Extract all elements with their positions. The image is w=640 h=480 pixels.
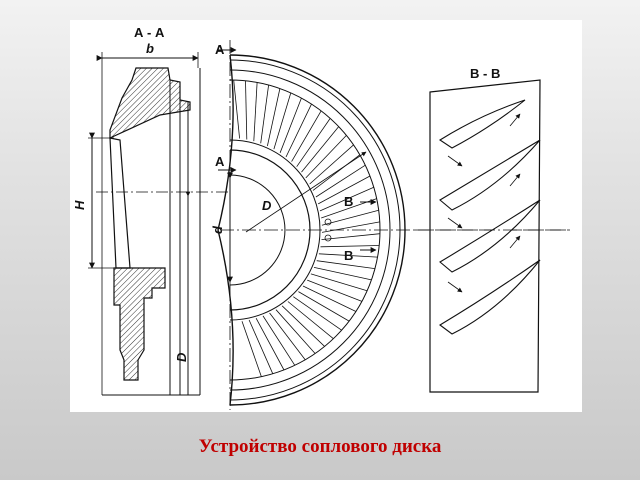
- vane-line: [321, 209, 379, 226]
- vane-line: [319, 186, 374, 212]
- section-bb-view: [415, 79, 570, 393]
- label-arrow-a-top: А: [215, 42, 225, 57]
- vane-line: [233, 79, 240, 139]
- vane-line: [281, 305, 325, 347]
- vane-line: [310, 273, 368, 292]
- vane-line: [318, 175, 371, 205]
- vane-line: [248, 319, 274, 374]
- vane-line: [293, 296, 342, 331]
- label-d: d: [210, 225, 225, 234]
- vane-line: [253, 82, 258, 142]
- vane-line: [301, 126, 340, 173]
- label-section-bb: В - В: [470, 66, 500, 81]
- vane-line: [302, 285, 357, 312]
- vane-line: [287, 301, 334, 340]
- vane-line: [269, 312, 306, 361]
- vane-line: [316, 260, 375, 269]
- vane-line: [315, 164, 366, 198]
- vane-line: [260, 85, 269, 144]
- vane-line: [291, 110, 322, 162]
- vane-line: [279, 97, 302, 153]
- nozzle-disk-figure: А - А b H D А А d D В В В - В: [70, 20, 582, 412]
- label-section-aa: А - А: [134, 25, 165, 40]
- vane-line: [273, 92, 292, 150]
- vane-line: [318, 253, 378, 258]
- vane-line: [313, 267, 372, 281]
- blade-profiles: [438, 99, 541, 335]
- vane-line: [245, 80, 248, 140]
- label-arrow-a-mid: А: [215, 154, 225, 169]
- label-D-vertical: D: [174, 352, 189, 362]
- vane-line: [305, 135, 347, 179]
- vane-line: [255, 318, 285, 371]
- label-D-radius: D: [262, 198, 272, 213]
- vane-line: [321, 221, 380, 233]
- vane-lines: [233, 79, 381, 377]
- vane-line: [275, 309, 316, 354]
- vane-line: [320, 245, 380, 248]
- front-view: [217, 40, 570, 410]
- vane-line: [285, 103, 312, 158]
- label-arrow-b-top: В: [344, 194, 353, 209]
- vane-line: [309, 144, 354, 185]
- vane-line: [241, 321, 262, 377]
- label-arrow-b-bottom: В: [344, 248, 353, 263]
- vane-line: [298, 291, 350, 322]
- vane-line: [307, 279, 363, 302]
- slide-caption: Устройство соплового диска: [198, 436, 442, 457]
- vane-line: [312, 154, 361, 191]
- label-b: b: [146, 41, 154, 56]
- vane-line: [262, 315, 296, 366]
- vane-line: [296, 118, 331, 167]
- section-aa-view: [88, 52, 230, 396]
- label-H: H: [72, 200, 87, 210]
- vane-line: [267, 88, 281, 147]
- drawing-canvas: А - А b H D А А d D В В В - В: [72, 25, 570, 410]
